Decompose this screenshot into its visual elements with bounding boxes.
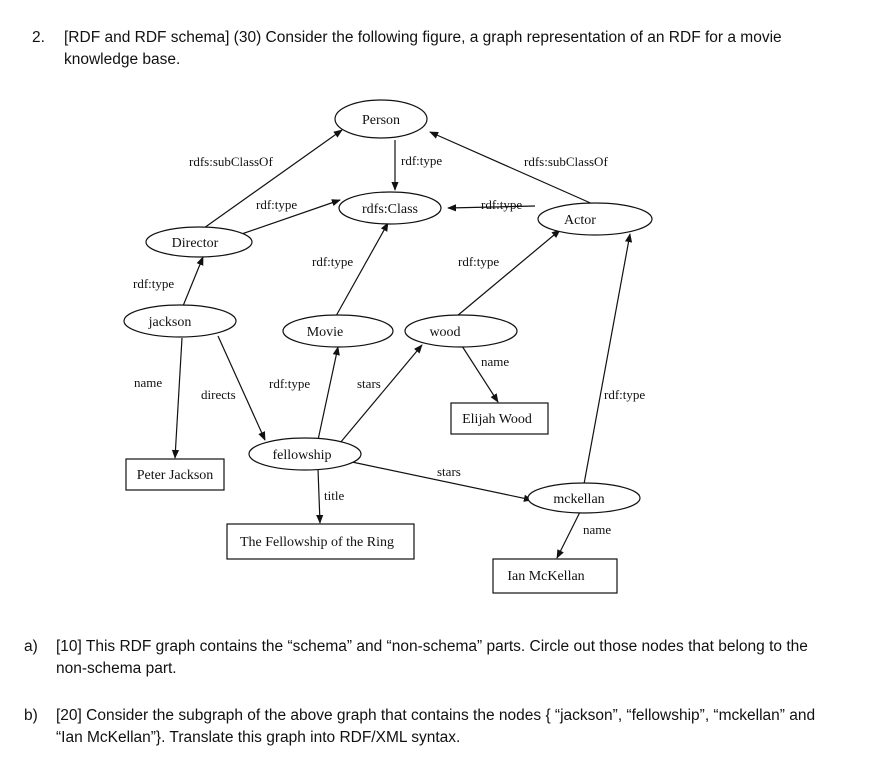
edge-director-type-rdfsclass xyxy=(229,199,341,239)
edge-jackson-directs-fellowship xyxy=(217,335,266,441)
node-director: Director xyxy=(172,236,219,251)
node-director-shape xyxy=(145,226,253,258)
edge-label-wood-type: rdf:type xyxy=(458,254,499,269)
node-rdfs-class-shape xyxy=(338,191,442,225)
node-elijah-wood: Elijah Wood xyxy=(462,412,532,427)
rdf-graph-diagram: Person rdfs:Class Actor Director jackson… xyxy=(123,99,653,594)
node-rdfs-class: rdfs:Class xyxy=(362,202,418,217)
node-mckellan-shape xyxy=(527,482,641,514)
node-movie-shape xyxy=(282,314,394,348)
edge-label-wood-name: name xyxy=(481,354,509,369)
edge-label-mckellan-type: rdf:type xyxy=(604,387,645,402)
node-fellowship-shape xyxy=(248,437,362,471)
node-fellowship-title: The Fellowship of the Ring xyxy=(240,535,394,550)
node-person: Person xyxy=(362,113,400,128)
node-peter-jackson: Peter Jackson xyxy=(137,468,214,483)
node-jackson-shape xyxy=(123,304,237,338)
question-number: 2. xyxy=(32,29,45,46)
edge-label-fellowship-stars-wood: stars xyxy=(357,376,381,391)
edge-jackson-name-peterjackson xyxy=(171,337,183,459)
part-a-text: [10] This RDF graph contains the “schema… xyxy=(56,638,808,677)
node-ian-mckellan-shape xyxy=(492,558,618,594)
node-actor-shape xyxy=(537,202,653,236)
edge-label-actor-type: rdf:type xyxy=(481,197,522,212)
node-wood: wood xyxy=(429,325,460,340)
edge-actor-type-rdfsclass xyxy=(447,204,536,212)
part-a-label: a) xyxy=(24,638,38,655)
edge-actor-subclassof-person xyxy=(429,131,596,206)
edge-jackson-type-director xyxy=(182,256,204,307)
edge-label-jackson-type: rdf:type xyxy=(133,276,174,291)
node-fellowship: fellowship xyxy=(272,448,331,463)
node-elijah-wood-shape xyxy=(450,402,549,435)
edge-label-movie-type: rdf:type xyxy=(312,254,353,269)
part-b-text: [20] Consider the subgraph of the above … xyxy=(56,707,816,746)
edge-movie-type-rdfsclass xyxy=(335,222,389,317)
edge-fellowship-type-movie xyxy=(317,346,340,441)
edge-label-jackson-name: name xyxy=(134,375,162,390)
edge-fellowship-stars-wood xyxy=(339,344,423,444)
edge-fellowship-stars-mckellan xyxy=(351,461,533,502)
node-movie: Movie xyxy=(307,325,344,340)
edge-director-subclassof-person xyxy=(203,129,343,229)
edge-label-jackson-directs: directs xyxy=(201,387,236,402)
edge-label-fellowship-stars-mckellan: stars xyxy=(437,464,461,479)
edge-wood-type-actor xyxy=(456,229,561,317)
edge-label-director-subclassof: rdfs:subClassOf xyxy=(189,154,273,169)
node-jackson: jackson xyxy=(148,315,192,330)
node-peter-jackson-shape xyxy=(125,458,225,491)
node-mckellan: mckellan xyxy=(553,492,604,507)
edge-mckellan-type-actor xyxy=(583,233,633,485)
node-person-shape xyxy=(334,99,428,139)
node-actor: Actor xyxy=(564,213,596,228)
edge-fellowship-title xyxy=(316,468,324,524)
edge-label-director-type: rdf:type xyxy=(256,197,297,212)
edge-mckellan-name-ianmckellan xyxy=(556,511,581,559)
edge-label-person-type: rdf:type xyxy=(401,153,442,168)
question-text: [RDF and RDF schema] (30) Consider the f… xyxy=(64,29,782,68)
edge-label-mckellan-name: name xyxy=(583,522,611,537)
edge-label-fellowship-title: title xyxy=(324,488,344,503)
edge-label-fellowship-type: rdf:type xyxy=(269,376,310,391)
edge-label-actor-subclassof: rdfs:subClassOf xyxy=(524,154,608,169)
edge-wood-name-elijahwood xyxy=(461,345,499,403)
node-ian-mckellan: Ian McKellan xyxy=(507,569,584,584)
node-wood-shape xyxy=(404,314,518,348)
part-b-label: b) xyxy=(24,707,38,724)
node-fellowship-title-shape xyxy=(226,523,415,560)
